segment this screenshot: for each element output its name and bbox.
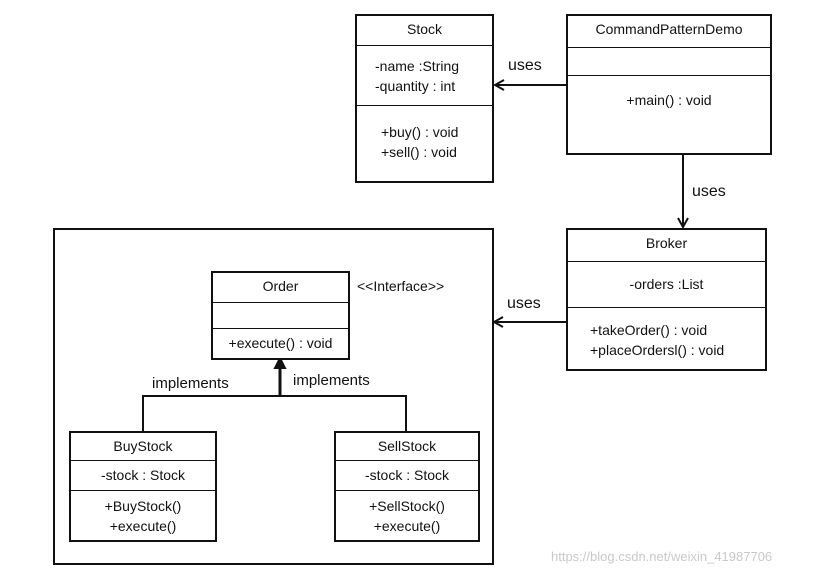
operation: +sell() : void: [381, 144, 457, 160]
class-name: Broker: [645, 235, 688, 251]
attribute: -stock : Stock: [364, 467, 450, 483]
uses-label-stock: uses: [508, 57, 542, 74]
class-name: Stock: [406, 21, 442, 37]
watermark: https://blog.csdn.net/weixin_41987706: [551, 549, 773, 564]
attribute: -name :String: [375, 58, 460, 74]
attributes-section: -name :String -quantity : int: [357, 45, 492, 105]
attributes-section: -orders :List: [568, 261, 765, 307]
operation: +SellStock(): [369, 498, 445, 514]
attributes-section: [568, 47, 770, 75]
class-buy-stock: BuyStock -stock : Stock +BuyStock() +exe…: [69, 431, 217, 542]
operation: +placeOrdersl() : void: [590, 342, 725, 358]
attribute: -stock : Stock: [100, 467, 186, 483]
uses-label-orders: uses: [507, 295, 541, 312]
operations-section: +BuyStock() +execute(): [71, 490, 215, 540]
class-name: Order: [262, 278, 299, 294]
operation: +execute() : void: [228, 335, 333, 351]
interface-stereotype: <<Interface>>: [357, 278, 445, 294]
attributes-section: -stock : Stock: [71, 460, 215, 490]
attribute: -orders :List: [629, 276, 704, 292]
attribute: -quantity : int: [375, 78, 456, 94]
operation: +main() : void: [626, 92, 712, 108]
class-command-pattern-demo: CommandPatternDemo +main() : void: [566, 14, 772, 155]
class-broker: Broker -orders :List +takeOrder() : void…: [566, 228, 767, 371]
implements-line-buystock: [142, 395, 280, 431]
class-sell-stock: SellStock -stock : Stock +SellStock() +e…: [334, 431, 480, 542]
operation: +takeOrder() : void: [590, 322, 708, 338]
implements-label-buystock: implements: [152, 375, 229, 392]
implements-line-sellstock: [280, 395, 407, 431]
class-name: CommandPatternDemo: [595, 21, 743, 37]
operations-section: +SellStock() +execute(): [336, 490, 478, 540]
operations-section: +main() : void: [568, 75, 770, 153]
operations-section: +execute() : void: [213, 328, 348, 358]
operation: +execute(): [373, 518, 441, 534]
attributes-section: -stock : Stock: [336, 460, 478, 490]
class-order: Order +execute() : void: [211, 271, 350, 360]
class-name: BuyStock: [113, 438, 173, 454]
implements-label-sellstock: implements: [293, 372, 370, 389]
operations-section: +buy() : void +sell() : void: [357, 105, 492, 181]
operation: +execute(): [109, 518, 177, 534]
uses-label-broker: uses: [692, 183, 726, 200]
operation: +buy() : void: [381, 124, 459, 140]
operation: +BuyStock(): [104, 498, 182, 514]
class-stock: Stock -name :String -quantity : int +buy…: [355, 14, 494, 183]
attributes-section: [213, 302, 348, 328]
class-name: SellStock: [377, 438, 437, 454]
operations-section: +takeOrder() : void +placeOrdersl() : vo…: [568, 307, 765, 369]
